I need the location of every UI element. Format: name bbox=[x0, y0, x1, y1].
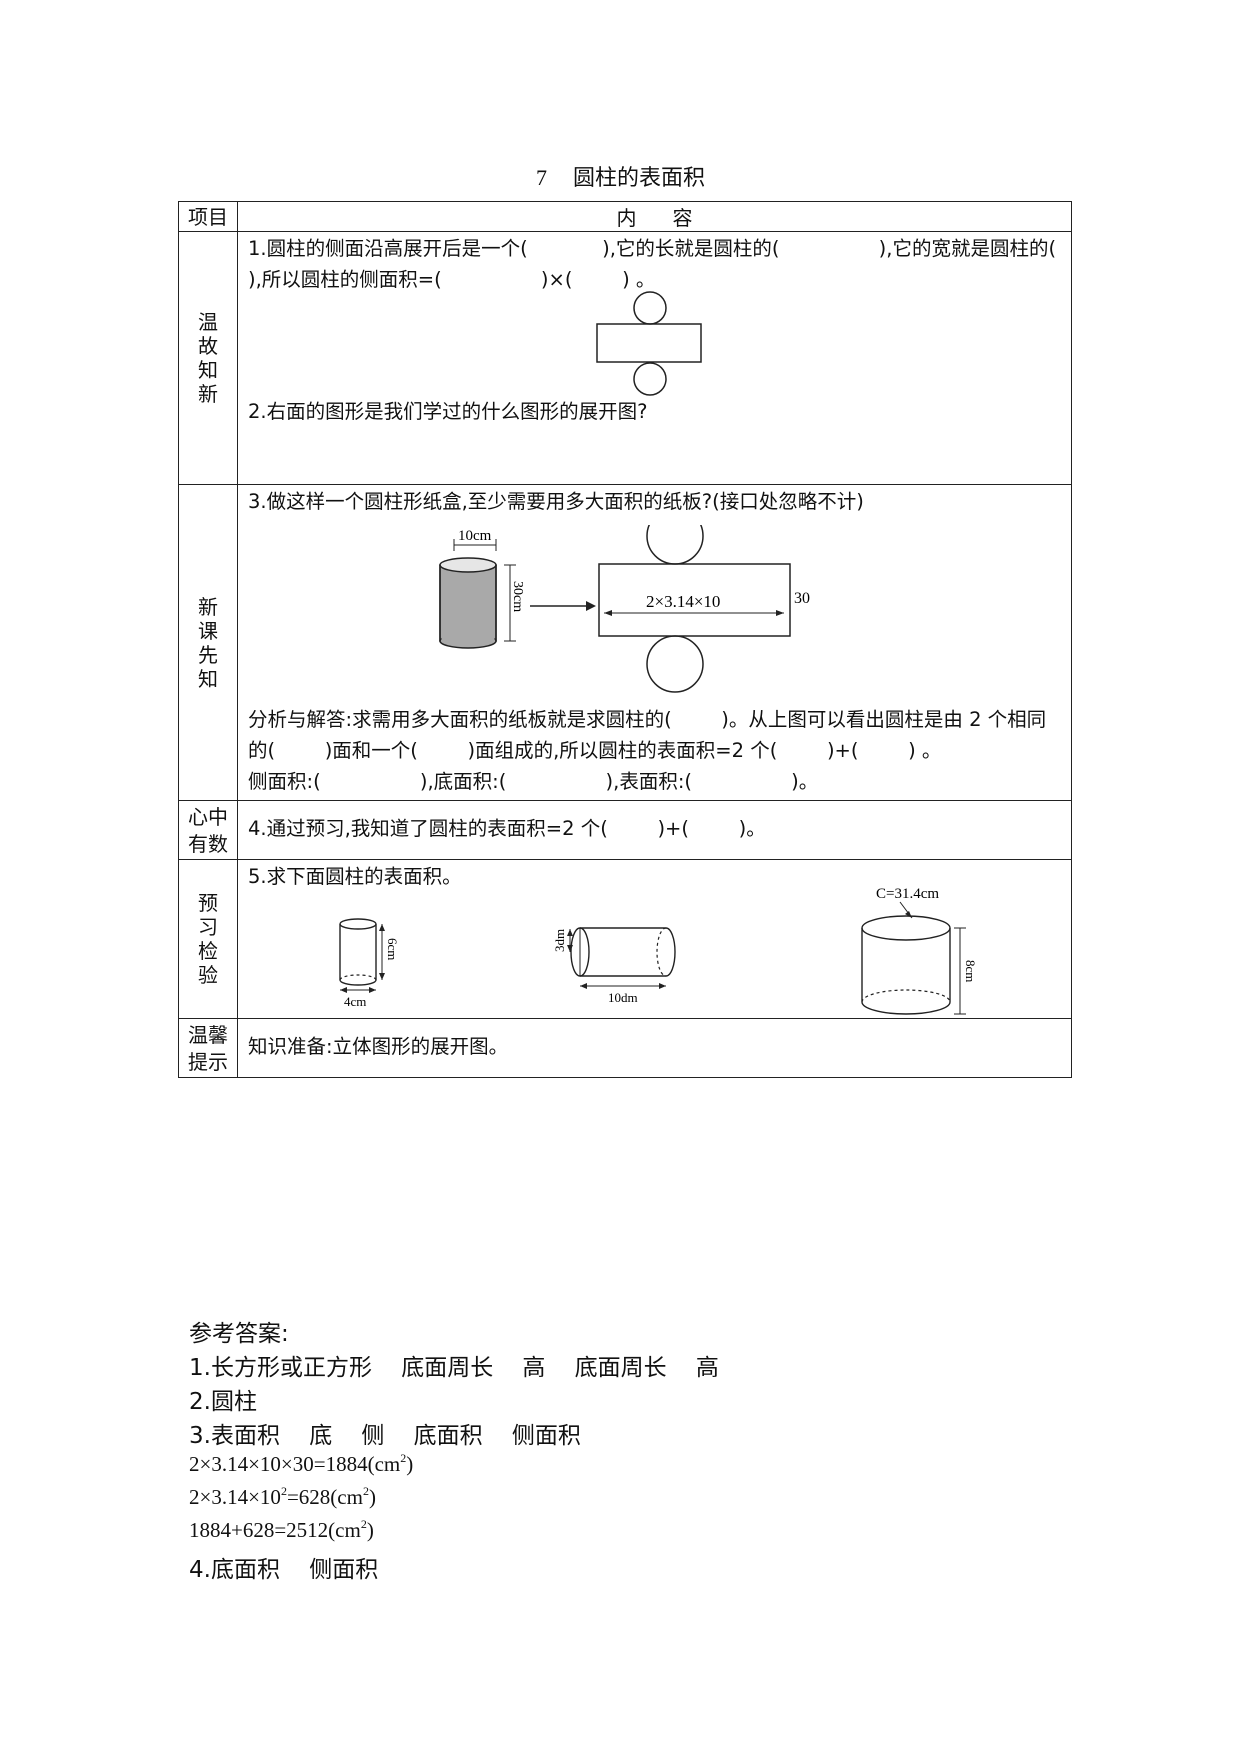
title-text: 圆柱的表面积 bbox=[572, 166, 705, 191]
cylinder-1-figure: 6cm 4cm bbox=[339, 918, 400, 1009]
header-content: 内容 bbox=[237, 201, 1072, 232]
table-row: 预习检验 5.求下面圆柱的表面积。 6cm 4cm bbox=[178, 859, 1072, 1019]
analysis-areas: 侧面积:( ),底面积:( ),表面积:( )。 bbox=[248, 770, 819, 793]
table-row: 温故知新 1.圆柱的侧面沿高展开后是一个( ),它的长就是圆柱的( ),它的宽就… bbox=[178, 231, 1106, 485]
row-content: 4.通过预习,我知道了圆柱的表面积=2 个( )+( )。 bbox=[237, 800, 1072, 860]
cyl2-diameter: 3dm bbox=[552, 929, 567, 952]
cyl3-circumference: C=31.4cm bbox=[876, 886, 939, 902]
height-label: 30cm bbox=[510, 581, 525, 612]
table-header-row: 项目 内容 bbox=[178, 201, 1072, 232]
analysis-text: 分析与解答:求需用多大面积的纸板就是求圆柱的( )。从上图可以看出圆柱是由 2 … bbox=[248, 708, 1047, 762]
diameter-label: 10cm bbox=[458, 528, 492, 544]
question-1: 1.圆柱的侧面沿高展开后是一个( ),它的长就是圆柱的( ),它的宽就是圆柱的(… bbox=[248, 237, 1106, 291]
calc-3: 1884+628=2512(cm2) bbox=[189, 1517, 374, 1542]
question-4: 4.通过预习,我知道了圆柱的表面积=2 个( )+( )。 bbox=[248, 817, 766, 840]
answer-1: 1.长方形或正方形 底面周长 高 底面周长 高 bbox=[189, 1355, 719, 1381]
tip-text: 知识准备:立体图形的展开图。 bbox=[248, 1035, 509, 1058]
row-content: 知识准备:立体图形的展开图。 bbox=[237, 1018, 1072, 1078]
row-label: 心中有数 bbox=[178, 800, 238, 860]
row-label: 新课先知 bbox=[178, 484, 238, 801]
row-content: 5.求下面圆柱的表面积。 6cm 4cm bbox=[237, 859, 1072, 1019]
row-label: 预习检验 bbox=[178, 859, 238, 1019]
title-number: 7 bbox=[535, 165, 547, 190]
row-content: 1.圆柱的侧面沿高展开后是一个( ),它的长就是圆柱的( ),它的宽就是圆柱的(… bbox=[237, 231, 1106, 485]
row-content: 3.做这样一个圆柱形纸盒,至少需要用多大面积的纸板?(接口处忽略不计) 10cm… bbox=[237, 484, 1072, 801]
table-row: 心中有数 4.通过预习,我知道了圆柱的表面积=2 个( )+( )。 bbox=[178, 800, 1072, 860]
row-label: 温故知新 bbox=[178, 231, 238, 485]
worksheet-table: 项目 内容 温故知新 1.圆柱的侧面沿高展开后是一个( ),它的长就是圆柱的( … bbox=[178, 201, 1072, 1078]
rect-side-label: 30 bbox=[794, 590, 810, 607]
cylinder-2-figure: 3dm 10dm bbox=[552, 927, 676, 1005]
calc-2: 2×3.14×102=628(cm2) bbox=[189, 1484, 376, 1509]
answer-4: 4.底面积 侧面积 bbox=[189, 1557, 379, 1583]
cyl3-height: 8cm bbox=[963, 960, 978, 982]
rect-length-label: 2×3.14×10 bbox=[646, 592, 720, 611]
cyl2-length: 10dm bbox=[608, 990, 638, 1005]
question-3: 3.做这样一个圆柱形纸盒,至少需要用多大面积的纸板?(接口处忽略不计) bbox=[248, 490, 864, 513]
table-row: 温馨提示 知识准备:立体图形的展开图。 bbox=[178, 1018, 1072, 1078]
answers-heading: 参考答案: bbox=[189, 1321, 289, 1347]
question-2: 2.右面的图形是我们学过的什么图形的展开图? bbox=[248, 400, 648, 423]
cyl1-height: 6cm bbox=[385, 938, 400, 960]
header-item: 项目 bbox=[178, 201, 238, 232]
cyl1-diameter: 4cm bbox=[344, 994, 366, 1009]
page-title: 7 圆柱的表面积 bbox=[0, 160, 1241, 192]
cylinder-net-figure: 10cm 30cm 2×3.14×10 30 bbox=[439, 525, 810, 693]
calc-1: 2×3.14×10×30=1884(cm2) bbox=[189, 1451, 414, 1476]
table-row: 新课先知 3.做这样一个圆柱形纸盒,至少需要用多大面积的纸板?(接口处忽略不计)… bbox=[178, 484, 1072, 801]
row-label: 温馨提示 bbox=[178, 1018, 238, 1078]
question-5: 5.求下面圆柱的表面积。 bbox=[248, 865, 462, 888]
answer-3: 3.表面积 底 侧 底面积 侧面积 bbox=[189, 1423, 581, 1449]
answer-2: 2.圆柱 bbox=[189, 1389, 257, 1415]
cylinder-3-figure: C=31.4cm 8cm bbox=[861, 886, 978, 1015]
net-diagram bbox=[596, 291, 702, 396]
